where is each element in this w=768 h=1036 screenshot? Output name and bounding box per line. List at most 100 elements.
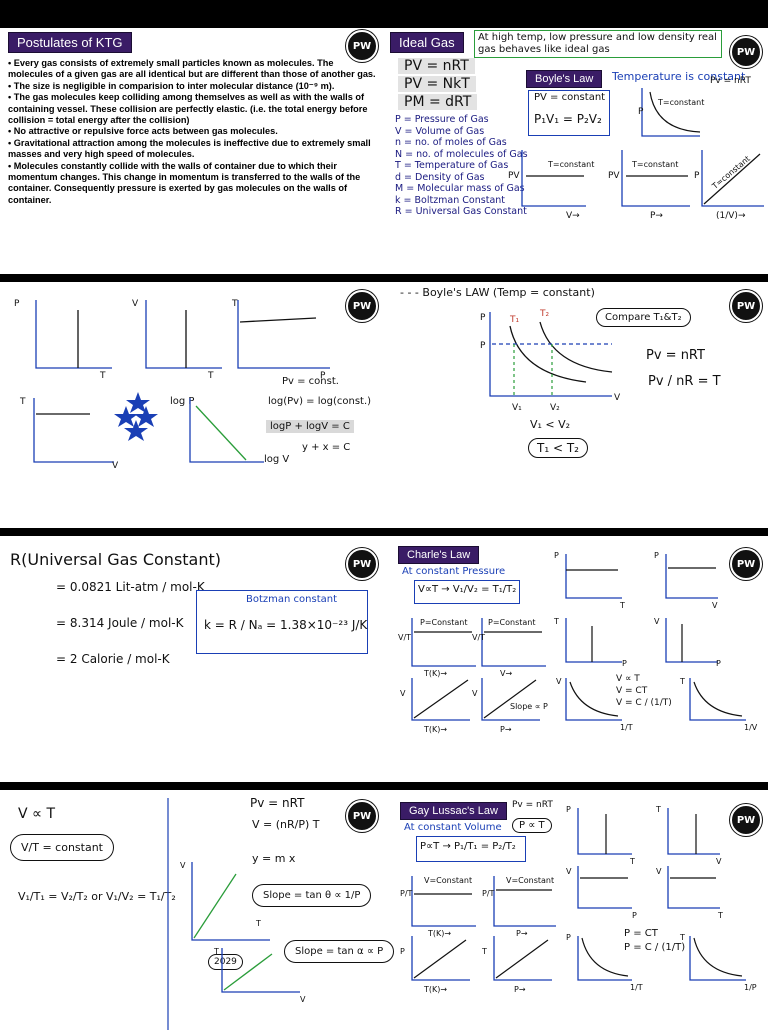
gay-p-ct-2: P = C / (1/T) (624, 942, 686, 953)
boyle-t-const: T=constant (658, 98, 705, 107)
svg-text:T₁: T₁ (509, 315, 519, 325)
star-decoration-icon (114, 392, 158, 441)
gay-lussac-note: At constant Volume (404, 822, 502, 833)
ideal-gas-title: Ideal Gas (390, 32, 464, 53)
pw-logo-icon: PW (346, 30, 378, 62)
v-equation: V = (nR/P) T (252, 818, 320, 831)
axis-v: V→ (566, 211, 580, 221)
svg-text:T(K)→: T(K)→ (423, 985, 447, 994)
slope-bubble-2: Slope = tan α ∝ P (284, 940, 395, 963)
slide-ktg-ideal-gas: Postulates of KTG PW • Every gas consist… (0, 28, 768, 274)
pw-logo-icon: PW (730, 36, 762, 68)
svg-text:T: T (553, 617, 559, 626)
axis-p3: P (694, 171, 700, 181)
svg-text:V: V (112, 461, 119, 471)
v-prop-t: V ∝ T (18, 806, 56, 822)
svg-text:V₁: V₁ (512, 403, 522, 413)
charles-note: At constant Pressure (402, 566, 506, 577)
charles-v-ct-2: V = CT (616, 686, 648, 696)
compare-bubble: Compare T₁&T₂ (596, 308, 691, 327)
legend-molecular-mass: M = Molecular mass of Gas (395, 183, 525, 194)
slope-bubble-1: Slope = tan θ ∝ 1/P (252, 884, 372, 907)
boyle-pv-nrt: Pv = nRT (710, 76, 751, 86)
boltzman-label: Botzman constant (246, 594, 338, 605)
log-eq1: log(Pv) = log(const.) (268, 396, 372, 407)
axis-pv: PV (508, 171, 520, 181)
slide-gas-constant-charles: PW PW R(Universal Gas Constant) = 0.0821… (0, 536, 768, 782)
boltzman-equation: k = R / Nₐ = 1.38×10⁻²³ J/K (204, 618, 368, 632)
axes-p-invv (701, 150, 764, 207)
svg-text:P: P (400, 947, 405, 956)
equation-pv-nkt: PV = NkT (398, 76, 476, 92)
svg-text:1/P: 1/P (744, 983, 757, 992)
legend-boltzman: k = Boltzman Constant (395, 194, 506, 206)
equation-pm-drt: PM = dRT (398, 94, 478, 110)
svg-text:T: T (679, 933, 685, 942)
slide-charles-gay-lussac: PW PW V ∝ T V/T = constant V₁/T₁ = V₂/T₂… (0, 790, 768, 1036)
svg-text:P: P (622, 659, 627, 668)
svg-text:P: P (554, 551, 559, 560)
gay-equation-box (416, 836, 526, 862)
svg-text:V/T: V/T (472, 633, 485, 642)
postulates-list: • Every gas consists of extremely small … (8, 58, 380, 206)
year-bubble: 2029 (208, 954, 243, 970)
svg-text:V: V (472, 689, 478, 698)
boyle-axes-main (641, 88, 700, 137)
svg-text:1/T: 1/T (630, 983, 643, 992)
legend-temperature: T = Temperature of Gas (395, 160, 509, 171)
axes-pv-v (521, 150, 586, 207)
boyle-law-note: Temperature is constant (612, 70, 746, 83)
boltzman-box (196, 590, 368, 654)
svg-text:P: P (14, 299, 20, 309)
svg-text:1/T: 1/T (620, 723, 633, 732)
svg-text:V: V (656, 867, 662, 876)
v-relation: V₁ < V₂ (530, 418, 571, 431)
svg-text:V: V (300, 995, 306, 1004)
boyle-eq2: P₁V₁ = P₂V₂ (534, 112, 602, 126)
svg-text:T: T (19, 397, 26, 407)
axis-p2: P→ (650, 211, 663, 221)
svg-text:P: P (566, 805, 571, 814)
charles-equation: V∝T → V₁/V₂ = T₁/T₂ (418, 584, 517, 595)
svg-text:V: V (132, 299, 139, 309)
svg-text:P→: P→ (516, 929, 528, 938)
legend-volume: V = Volume of Gas (395, 125, 485, 137)
svg-text:T: T (99, 371, 106, 381)
pw-logo-icon: PW (730, 804, 762, 836)
variable-legend: P = Pressure of Gas V = Volume of Gas n … (395, 114, 528, 218)
svg-text:T: T (629, 857, 635, 866)
slide-boyle-graphs: PW PW - - - Boyle's LAW (Temp = constant… (0, 282, 768, 528)
v-over-t-bubble: V/T = constant (10, 834, 114, 861)
svg-text:P/T: P/T (482, 889, 495, 898)
pw-logo-icon: PW (730, 290, 762, 322)
p-constant-2: P=Constant (488, 618, 536, 627)
svg-text:V: V (556, 677, 562, 686)
svg-text:T(K)→: T(K)→ (423, 725, 447, 734)
slide3-graphs: PT PV V/TT(K)→ V/TV→ TP VP VT(K)→ VP→ V1… (398, 551, 758, 734)
y-mx: y = m x (252, 852, 296, 865)
svg-text:V: V (400, 689, 406, 698)
svg-text:V: V (566, 867, 572, 876)
ideal-gas-note: At high temp, low pressure and low densi… (474, 30, 722, 58)
svg-text:V/T: V/T (398, 633, 411, 642)
svg-text:P: P (566, 933, 571, 942)
r-value-3: = 2 Calorie / mol-K (56, 652, 170, 666)
postulate-5: • Gravitational attraction among the mol… (8, 137, 371, 160)
slide4-graphs: VT TV PT TV P/TT(K)→ P/TP→ VP VT PT(K)→ … (167, 798, 757, 1030)
svg-text:P: P (632, 911, 637, 920)
boyle-equation-box (528, 90, 610, 136)
pw-logo-icon: PW (730, 548, 762, 580)
r-title: R(Universal Gas Constant) (10, 550, 222, 569)
p-alpha-t-bubble: P ∝ T (512, 818, 552, 833)
svg-text:T₂: T₂ (539, 309, 549, 319)
axis-log-p: log P (170, 396, 195, 407)
svg-text:T: T (619, 601, 625, 610)
charles-equation-box (414, 580, 520, 604)
v-constant-1: V=Constant (424, 876, 473, 885)
svg-text:T: T (207, 371, 214, 381)
boyle-law-title: Boyle's Law (526, 70, 603, 88)
postulate-1: • Every gas consists of extremely small … (8, 58, 376, 80)
svg-text:V: V (716, 857, 722, 866)
r-value-2: = 8.314 Joule / mol-K (56, 616, 184, 630)
